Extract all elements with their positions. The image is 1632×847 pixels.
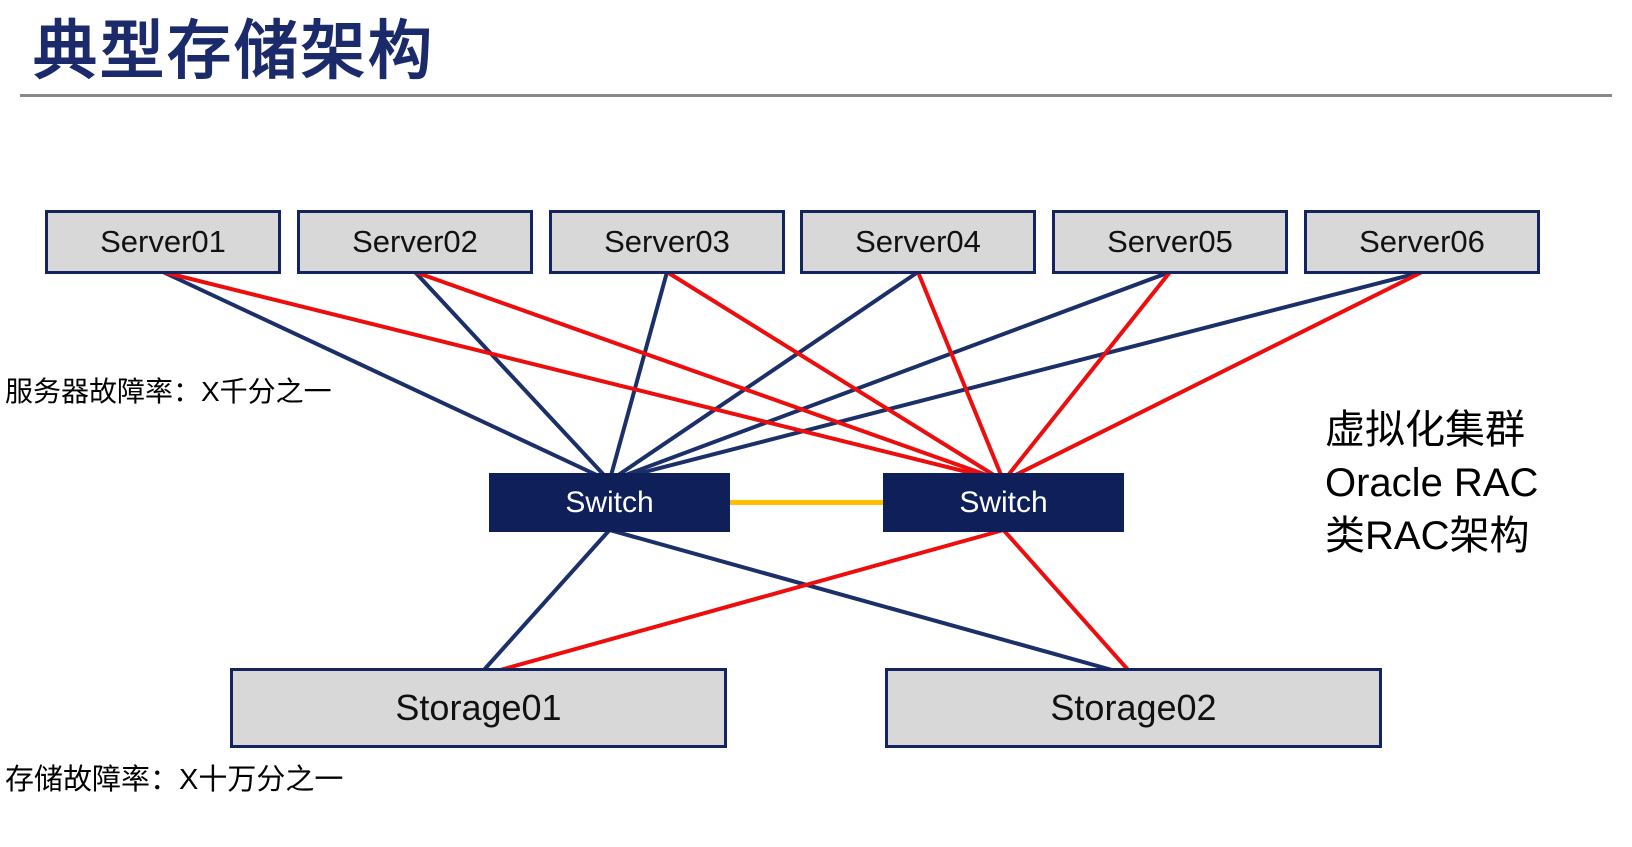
edge-server02-switch1 [413, 270, 611, 483]
edge-server03-switch1 [607, 271, 669, 482]
edge-server02-switch2 [414, 270, 1005, 483]
edge-server06-switch1 [609, 270, 1423, 483]
edge-switch1-storage01 [477, 528, 611, 678]
side-note: 虚拟化集群 Oracle RAC 类RAC架构 [1325, 404, 1538, 563]
server02-node: Server02 [297, 210, 533, 274]
server05-node: Server05 [1052, 210, 1288, 274]
storage01-node: Storage01 [230, 668, 727, 748]
server06-node: Server06 [1304, 210, 1540, 274]
side-note-line-1: 虚拟化集群 [1325, 408, 1525, 452]
server04-node: Server04 [800, 210, 1036, 274]
server01-node: Server01 [45, 210, 281, 274]
edge-server05-switch1 [608, 270, 1171, 483]
switch1-node: Switch [489, 473, 730, 532]
edge-switch1-storage02 [608, 528, 1135, 678]
storage02-node: Storage02 [885, 668, 1382, 748]
edge-server01-switch2 [162, 270, 1004, 483]
side-note-line-2: Oracle RAC [1325, 461, 1539, 505]
edge-server04-switch2 [916, 271, 1006, 482]
edge-switch2-storage01 [477, 528, 1005, 678]
page-title: 典型存储架构 [33, 15, 435, 87]
server03-node: Server03 [549, 210, 785, 274]
switch2-node: Switch [883, 473, 1124, 532]
edge-switch2-storage02 [1002, 528, 1135, 678]
edge-server05-switch2 [1001, 270, 1172, 483]
title-underline [20, 94, 1612, 97]
edge-server04-switch1 [608, 270, 920, 483]
edge-server01-switch1 [162, 270, 611, 483]
storage-failure-rate-label: 存储故障率：X十万分之一 [5, 764, 344, 796]
edge-server03-switch2 [665, 270, 1005, 483]
side-note-line-3: 类RAC架构 [1325, 514, 1530, 558]
edge-server06-switch2 [1002, 270, 1423, 483]
server-failure-rate-label: 服务器故障率：X千分之一 [5, 376, 332, 407]
